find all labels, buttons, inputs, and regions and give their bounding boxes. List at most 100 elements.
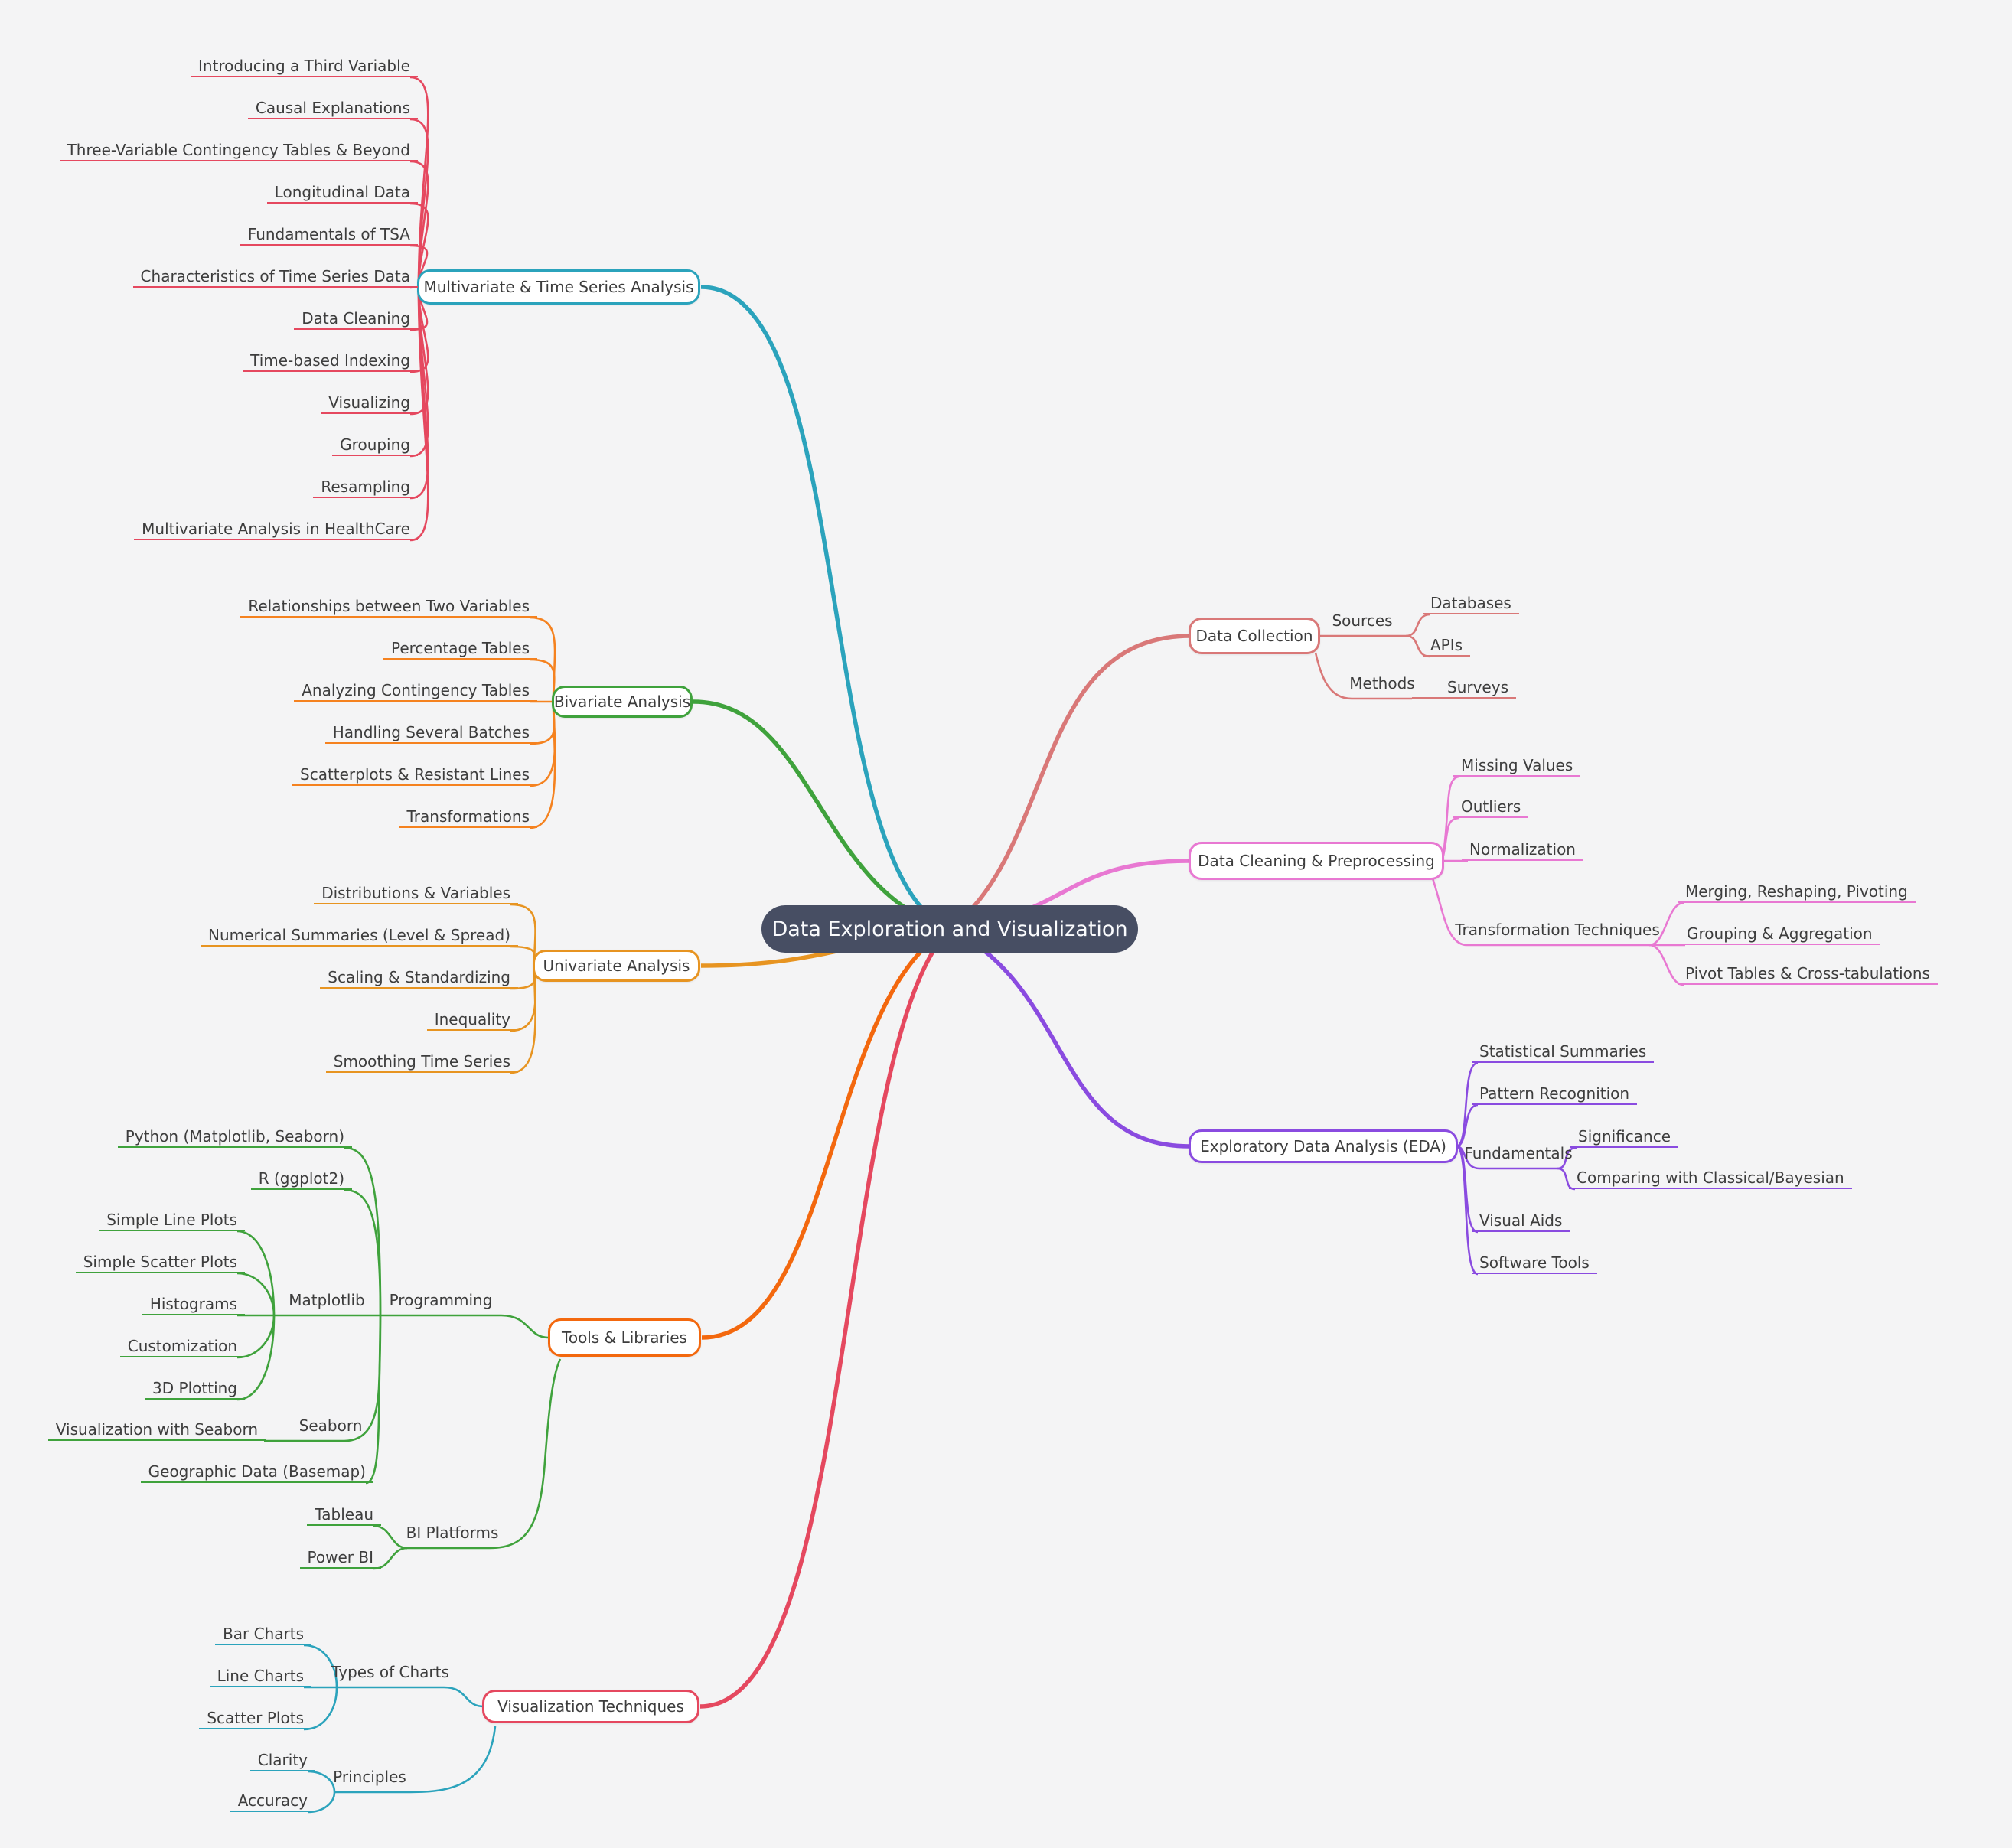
leaf-software-tools[interactable]: Software Tools <box>1472 1253 1597 1274</box>
leaf-statistical-summaries[interactable]: Statistical Summaries <box>1472 1041 1655 1063</box>
leaf-scaling-standardizing[interactable]: Scaling & Standardizing <box>320 967 518 989</box>
edges-tools <box>236 1146 562 1570</box>
leaf-pattern-recognition[interactable]: Pattern Recognition <box>1472 1084 1638 1105</box>
leaf-line-charts[interactable]: Line Charts <box>209 1666 311 1687</box>
leaf-smoothing-time-series[interactable]: Smoothing Time Series <box>325 1051 518 1073</box>
subnode-matplotlib[interactable]: Matplotlib <box>289 1291 365 1309</box>
leaf-simple-line-plots[interactable]: Simple Line Plots <box>99 1210 245 1231</box>
edge-transformations <box>529 701 556 829</box>
leaf-histograms[interactable]: Histograms <box>142 1294 245 1315</box>
edge-smoothing-time-series <box>510 965 536 1074</box>
leaf-introducing-third-variable[interactable]: Introducing a Third Variable <box>190 56 418 77</box>
subnode-principles[interactable]: Principles <box>333 1768 406 1786</box>
leaf-grouping-aggregation[interactable]: Grouping & Aggregation <box>1679 924 1880 945</box>
edge-r-ggplot2 <box>344 1188 382 1316</box>
leaf-tableau[interactable]: Tableau <box>307 1504 381 1526</box>
leaf-data-cleaning[interactable]: Data Cleaning <box>294 308 418 330</box>
leaf-clarity[interactable]: Clarity <box>249 1750 315 1771</box>
edge-bar-charts <box>303 1644 338 1688</box>
leaf-distributions-variables[interactable]: Distributions & Variables <box>314 883 518 904</box>
leaf-longitudinal-data[interactable]: Longitudinal Data <box>266 182 418 204</box>
leaf-significance[interactable]: Significance <box>1570 1126 1679 1148</box>
edge-root-multivariate <box>700 285 951 931</box>
leaf-characteristics-ts[interactable]: Characteristics of Time Series Data <box>132 266 418 288</box>
node-bivariate[interactable]: Bivariate Analysis <box>552 686 693 718</box>
edge-geographic-basemap <box>365 1315 382 1485</box>
node-visualization[interactable]: Visualization Techniques <box>482 1690 699 1723</box>
leaf-comparing-classical-bayesian[interactable]: Comparing with Classical/Bayesian <box>1569 1168 1852 1189</box>
leaf-customization[interactable]: Customization <box>119 1336 245 1357</box>
subnode-transformation-techniques[interactable]: Transformation Techniques <box>1455 921 1660 939</box>
leaf-inequality[interactable]: Inequality <box>426 1009 518 1031</box>
leaf-causal-explanations[interactable]: Causal Explanations <box>247 98 418 119</box>
edge-root-data-collection <box>948 634 1192 931</box>
leaf-normalization[interactable]: Normalization <box>1462 839 1583 861</box>
edge-tableau <box>373 1524 408 1550</box>
subnode-sources[interactable]: Sources <box>1332 611 1393 630</box>
subnode-programming[interactable]: Programming <box>389 1291 493 1309</box>
leaf-three-variable-tables[interactable]: Three-Variable Contingency Tables & Beyo… <box>59 140 418 161</box>
leaf-multivariate-healthcare[interactable]: Multivariate Analysis in HealthCare <box>134 519 418 540</box>
edge-numerical-summaries <box>510 945 536 966</box>
leaf-accuracy[interactable]: Accuracy <box>230 1791 315 1812</box>
node-univariate[interactable]: Univariate Analysis <box>533 950 700 982</box>
edge-programming-line <box>274 1314 549 1339</box>
edge-bi-platforms-line <box>406 1358 562 1550</box>
leaf-relationships-two-variables[interactable]: Relationships between Two Variables <box>240 596 537 618</box>
subnode-types-of-charts[interactable]: Types of Charts <box>331 1663 449 1681</box>
leaf-pivot-tables[interactable]: Pivot Tables & Cross-tabulations <box>1678 963 1938 985</box>
leaf-time-based-indexing[interactable]: Time-based Indexing <box>243 350 418 372</box>
edge-longitudinal-data <box>409 202 429 288</box>
edge-pattern-recognition <box>1456 1103 1479 1148</box>
leaf-merging-reshaping[interactable]: Merging, Reshaping, Pivoting <box>1678 882 1916 903</box>
node-eda[interactable]: Exploratory Data Analysis (EDA) <box>1189 1129 1458 1163</box>
leaf-scatterplots-resistant[interactable]: Scatterplots & Resistant Lines <box>292 764 537 786</box>
leaf-3d-plotting[interactable]: 3D Plotting <box>145 1378 245 1400</box>
node-root[interactable]: Data Exploration and Visualization <box>761 905 1138 953</box>
leaf-bar-charts[interactable]: Bar Charts <box>215 1624 311 1645</box>
leaf-visual-aids[interactable]: Visual Aids <box>1472 1211 1570 1232</box>
leaf-r-ggplot2[interactable]: R (ggplot2) <box>250 1168 352 1190</box>
subnode-methods[interactable]: Methods <box>1349 674 1415 693</box>
leaf-outliers[interactable]: Outliers <box>1453 797 1529 818</box>
node-data-collection[interactable]: Data Collection <box>1189 618 1320 654</box>
leaf-geographic-basemap[interactable]: Geographic Data (Basemap) <box>140 1462 373 1483</box>
subnode-fundamentals[interactable]: Fundamentals <box>1464 1144 1573 1162</box>
leaf-resampling[interactable]: Resampling <box>313 477 418 498</box>
leaf-fundamentals-tsa[interactable]: Fundamentals of TSA <box>240 224 418 246</box>
leaf-simple-scatter-plots[interactable]: Simple Scatter Plots <box>75 1252 245 1273</box>
leaf-scatter-plots[interactable]: Scatter Plots <box>199 1708 311 1729</box>
edge-transformation-line <box>1431 878 1649 947</box>
subnode-seaborn[interactable]: Seaborn <box>298 1416 363 1435</box>
edge-methods-surveys-line <box>1314 652 1412 700</box>
node-tools[interactable]: Tools & Libraries <box>548 1318 701 1357</box>
node-multivariate[interactable]: Multivariate & Time Series Analysis <box>417 269 700 305</box>
leaf-surveys[interactable]: Surveys <box>1412 677 1516 699</box>
leaf-numerical-summaries[interactable]: Numerical Summaries (Level & Spread) <box>201 925 518 947</box>
leaf-missing-values[interactable]: Missing Values <box>1453 755 1581 777</box>
node-data-cleaning[interactable]: Data Cleaning & Preprocessing <box>1189 842 1444 880</box>
edge-multivariate-healthcare <box>409 286 429 542</box>
leaf-power-bi[interactable]: Power BI <box>299 1547 381 1569</box>
leaf-visualization-with-seaborn[interactable]: Visualization with Seaborn <box>47 1419 266 1441</box>
leaf-percentage-tables[interactable]: Percentage Tables <box>383 638 537 660</box>
subnode-bi-platforms[interactable]: BI Platforms <box>406 1524 499 1542</box>
edge-simple-scatter-plots <box>236 1272 276 1316</box>
leaf-grouping[interactable]: Grouping <box>332 435 418 456</box>
leaf-handling-batches[interactable]: Handling Several Batches <box>324 722 537 744</box>
leaf-analyzing-contingency[interactable]: Analyzing Contingency Tables <box>294 680 537 702</box>
leaf-visualizing[interactable]: Visualizing <box>321 393 418 414</box>
leaf-apis[interactable]: APIs <box>1423 635 1471 657</box>
edge-databases <box>1405 613 1431 637</box>
leaf-databases[interactable]: Databases <box>1423 593 1519 614</box>
edge-simple-line-plots <box>236 1230 276 1316</box>
edge-clarity <box>307 1770 336 1793</box>
edge-three-variable-tables <box>409 160 429 288</box>
edges-visualization <box>303 1644 497 1814</box>
edge-types-of-charts-line <box>337 1686 484 1708</box>
edge-root-bivariate <box>693 699 951 931</box>
leaf-transformations[interactable]: Transformations <box>399 807 537 828</box>
leaf-python[interactable]: Python (Matplotlib, Seaborn) <box>117 1126 352 1148</box>
